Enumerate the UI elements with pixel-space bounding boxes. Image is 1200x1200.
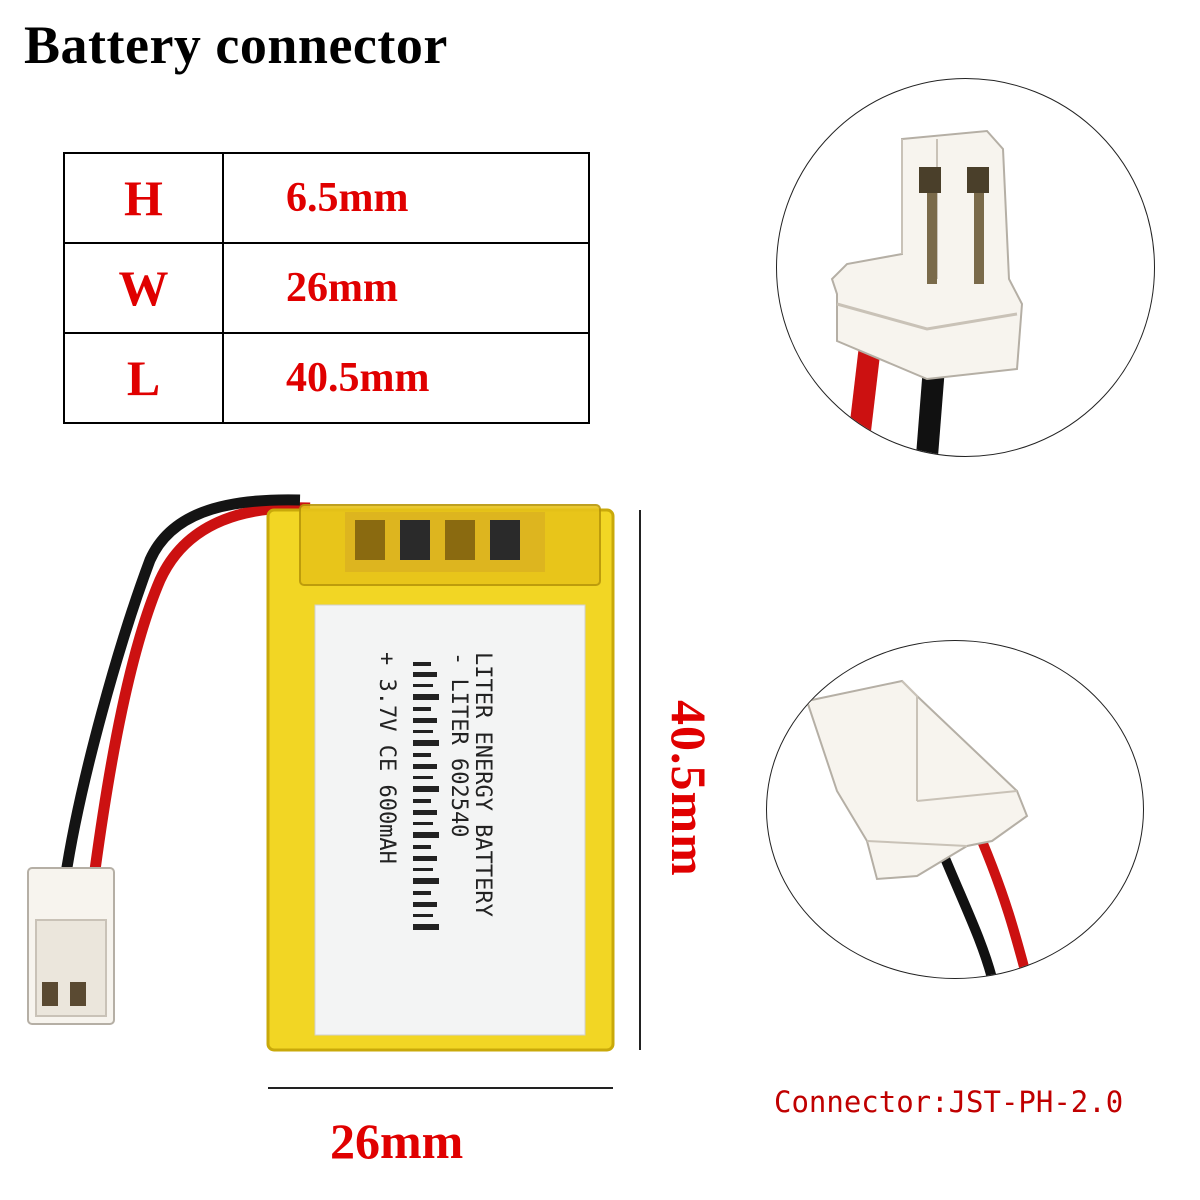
page-title: Battery connector — [24, 15, 448, 75]
battery-body: LITER ENERGY BATTERY - LITER 602540 + 3.… — [266, 504, 615, 1052]
dimension-value: 40.5mm — [222, 332, 590, 424]
connector-side-illustration — [805, 679, 1032, 978]
dimension-key: L — [63, 332, 224, 424]
table-row: W 26mm — [63, 242, 590, 334]
connector-closeup-side — [766, 640, 1144, 979]
table-row: H 6.5mm — [63, 152, 590, 244]
dimension-value: 6.5mm — [222, 152, 590, 244]
length-dimension-label: 40.5mm — [661, 700, 717, 877]
jst-connector — [27, 867, 115, 1025]
battery-label-line3: + 3.7V CE 600mAH — [374, 652, 399, 864]
dimension-key: H — [63, 152, 224, 244]
barcode — [413, 662, 439, 930]
battery-label-line2: - LITER 602540 — [446, 652, 471, 837]
dimension-key: W — [63, 242, 224, 334]
dimensions-table: H 6.5mm W 26mm L 40.5mm — [63, 152, 590, 424]
connector-caption: Connector:JST-PH-2.0 — [774, 1085, 1124, 1119]
dimension-value: 26mm — [222, 242, 590, 334]
width-dimension-label: 26mm — [330, 1113, 464, 1169]
table-row: L 40.5mm — [63, 332, 590, 424]
battery-label-line1: LITER ENERGY BATTERY — [470, 652, 495, 917]
connector-closeup-top — [776, 78, 1155, 457]
